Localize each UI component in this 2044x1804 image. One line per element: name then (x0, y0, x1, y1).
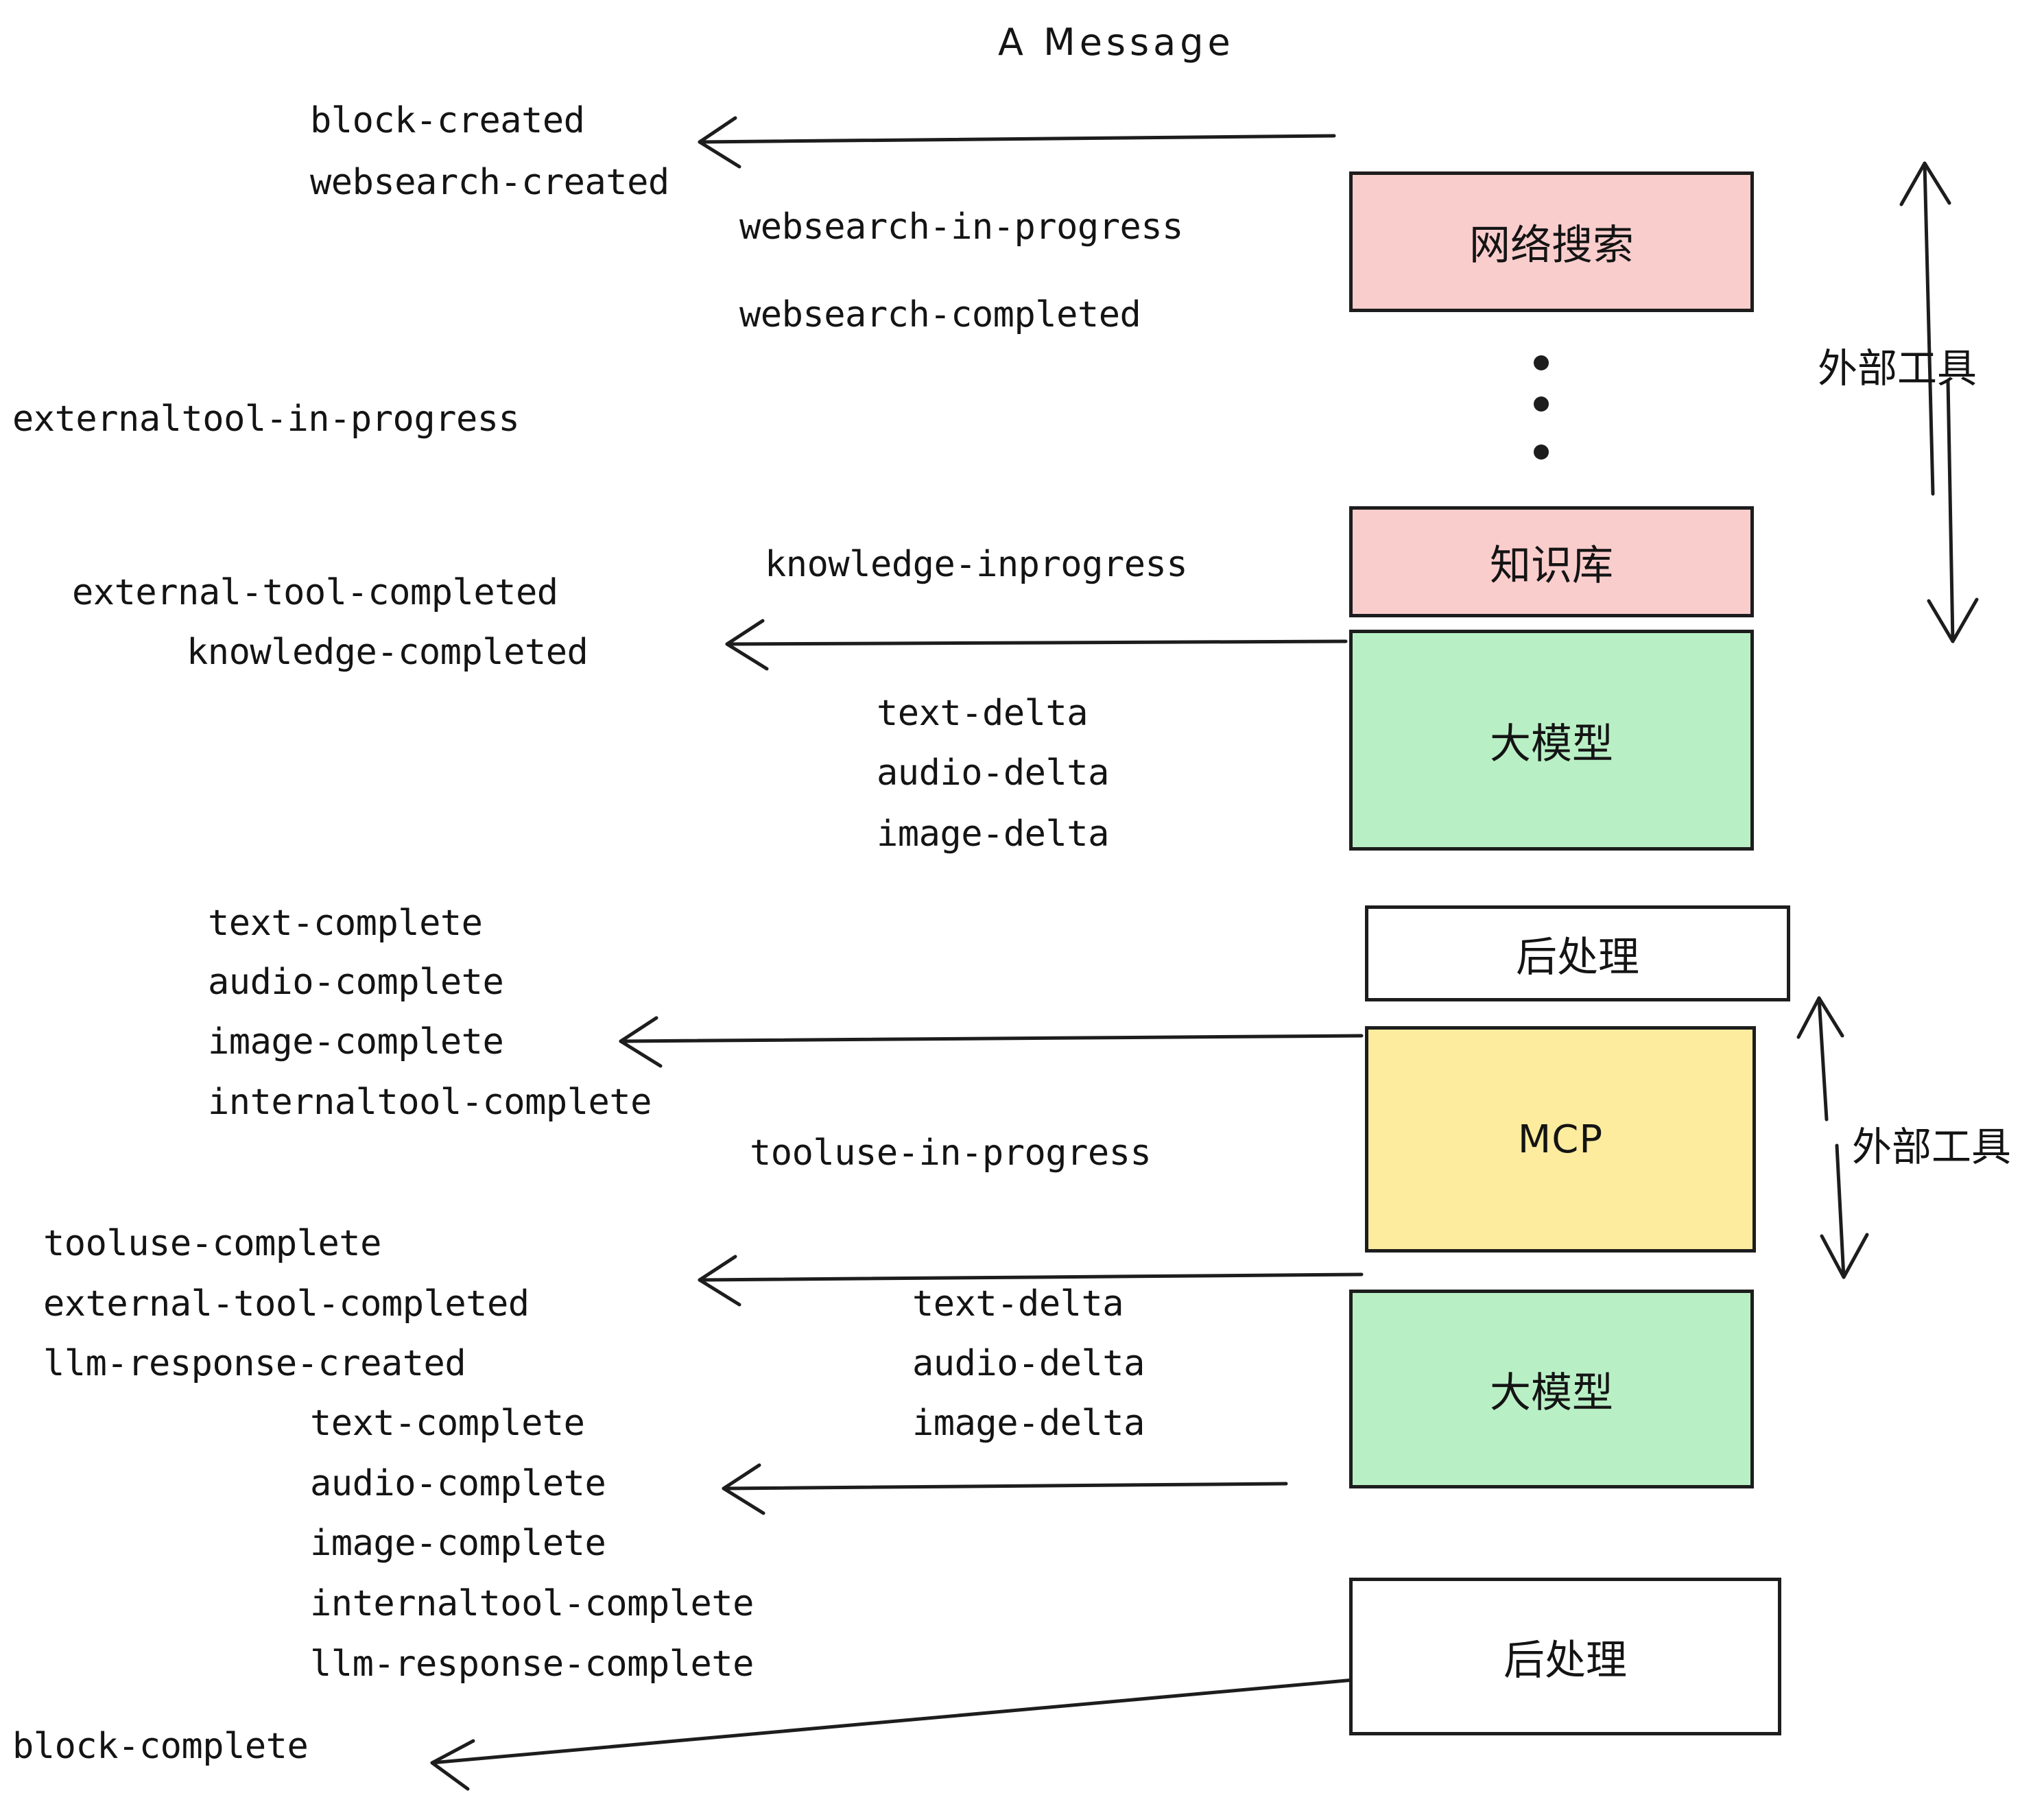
box-websearch-label: 网络搜索 (1469, 222, 1634, 270)
event-text-delta-1: text-delta (877, 693, 1089, 734)
event-websearch-created: websearch-created (310, 162, 669, 203)
event-external-tool-completed-1: external-tool-completed (72, 572, 558, 613)
box-mcp[interactable]: MCP (1365, 1026, 1756, 1253)
arrow-knowledge-completed (725, 619, 1348, 671)
label-external-tools-bottom: 外部工具 (1852, 1124, 2012, 1170)
page-title: A Message (998, 21, 1235, 64)
event-image-delta-2: image-delta (912, 1403, 1145, 1444)
arrow-external-tool-up-2 (1796, 996, 1844, 1121)
event-block-complete: block-complete (12, 1726, 309, 1767)
box-postprocess-2[interactable]: 后处理 (1349, 1578, 1781, 1735)
event-text-complete-2: text-complete (310, 1403, 585, 1444)
event-block-created: block-created (310, 100, 585, 141)
label-external-tools-top: 外部工具 (1818, 345, 1977, 392)
arrow-block-complete (430, 1677, 1364, 1791)
ellipsis-dot (1534, 444, 1549, 460)
event-image-delta-1: image-delta (877, 814, 1109, 855)
event-audio-delta-1: audio-delta (877, 752, 1109, 794)
box-llm-1[interactable]: 大模型 (1349, 630, 1754, 851)
event-external-tool-completed-2: external-tool-completed (43, 1283, 530, 1325)
box-llm-2[interactable]: 大模型 (1349, 1290, 1754, 1488)
event-knowledge-completed: knowledge-completed (187, 632, 589, 673)
arrow-external-tool-down (1927, 379, 1979, 643)
event-tooluse-in-progress: tooluse-in-progress (750, 1132, 1152, 1174)
arrow-audio-complete (722, 1463, 1288, 1515)
event-text-complete-1: text-complete (208, 903, 483, 944)
event-tooluse-complete: tooluse-complete (43, 1223, 381, 1264)
event-externaltool-in-progress: externaltool-in-progress (12, 399, 520, 440)
event-llm-response-complete: llm-response-complete (310, 1643, 754, 1685)
event-websearch-completed: websearch-completed (739, 294, 1141, 335)
arrow-external-tool-up (1899, 161, 1951, 496)
box-postprocess-2-label: 后处理 (1504, 1636, 1627, 1685)
ellipsis-dot (1534, 355, 1549, 370)
event-llm-response-created: llm-response-created (43, 1343, 466, 1384)
event-image-complete-1: image-complete (208, 1021, 504, 1063)
event-audio-complete-2: audio-complete (310, 1463, 606, 1504)
arrow-image-complete (619, 1016, 1364, 1068)
box-llm-1-label: 大模型 (1490, 720, 1613, 768)
box-knowledge-label: 知识库 (1490, 541, 1613, 590)
box-knowledge[interactable]: 知识库 (1349, 506, 1754, 617)
event-audio-complete-1: audio-complete (208, 962, 504, 1003)
event-internaltool-complete-2: internaltool-complete (310, 1583, 754, 1624)
box-mcp-label: MCP (1517, 1117, 1604, 1162)
arrow-block-created (698, 116, 1336, 169)
event-image-complete-2: image-complete (310, 1523, 606, 1564)
box-websearch[interactable]: 网络搜索 (1349, 171, 1754, 312)
event-knowledge-inprogress: knowledge-inprogress (765, 544, 1188, 585)
box-llm-2-label: 大模型 (1490, 1368, 1613, 1417)
event-websearch-in-progress: websearch-in-progress (739, 206, 1183, 248)
event-text-delta-2: text-delta (912, 1283, 1124, 1325)
event-internaltool-complete-1: internaltool-complete (208, 1082, 652, 1123)
box-postprocess-1[interactable]: 后处理 (1365, 905, 1790, 1001)
event-audio-delta-2: audio-delta (912, 1343, 1145, 1384)
ellipsis-dot (1534, 396, 1549, 412)
box-postprocess-1-label: 后处理 (1516, 933, 1639, 982)
